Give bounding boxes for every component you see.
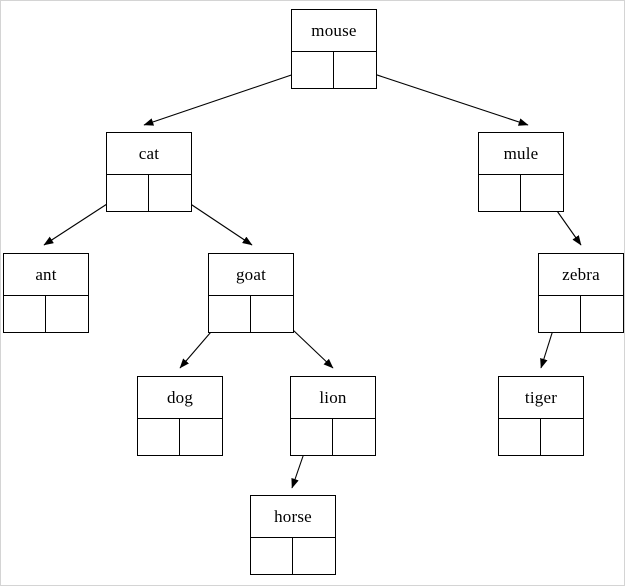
tree-node-goat: goat <box>208 253 294 333</box>
tree-node-pointer-row <box>107 175 191 211</box>
tree-node-cat: cat <box>106 132 192 212</box>
edge-mouse-left-to-cat <box>143 67 313 126</box>
tree-node-mouse: mouse <box>291 9 377 89</box>
right-pointer-cell <box>180 419 222 455</box>
left-pointer-cell <box>479 175 521 211</box>
tree-node-pointer-row <box>251 538 335 574</box>
left-pointer-cell <box>499 419 541 455</box>
tree-node-pointer-row <box>138 419 222 455</box>
edge-mouse-right-to-mule <box>355 67 529 126</box>
tree-node-pointer-row <box>479 175 563 211</box>
right-pointer-cell <box>334 52 376 88</box>
tree-node-label: mouse <box>292 10 376 52</box>
tree-node-ant: ant <box>3 253 89 333</box>
right-pointer-cell <box>521 175 563 211</box>
tree-node-label: dog <box>138 377 222 419</box>
left-pointer-cell <box>138 419 180 455</box>
tree-node-pointer-row <box>291 419 375 455</box>
left-pointer-cell <box>209 296 251 332</box>
tree-node-label: lion <box>291 377 375 419</box>
tree-node-pointer-row <box>292 52 376 88</box>
tree-node-label: goat <box>209 254 293 296</box>
right-pointer-cell <box>293 538 335 574</box>
right-pointer-cell <box>149 175 191 211</box>
tree-node-pointer-row <box>209 296 293 332</box>
tree-node-label: horse <box>251 496 335 538</box>
left-pointer-cell <box>291 419 333 455</box>
right-pointer-cell <box>333 419 375 455</box>
right-pointer-cell <box>541 419 583 455</box>
tree-node-horse: horse <box>250 495 336 575</box>
left-pointer-cell <box>292 52 334 88</box>
tree-node-label: cat <box>107 133 191 175</box>
tree-node-label: zebra <box>539 254 623 296</box>
tree-node-pointer-row <box>499 419 583 455</box>
left-pointer-cell <box>539 296 581 332</box>
tree-node-mule: mule <box>478 132 564 212</box>
tree-node-pointer-row <box>539 296 623 332</box>
left-pointer-cell <box>107 175 149 211</box>
tree-node-dog: dog <box>137 376 223 456</box>
right-pointer-cell <box>251 296 293 332</box>
tree-node-label: tiger <box>499 377 583 419</box>
right-pointer-cell <box>46 296 88 332</box>
tree-node-label: ant <box>4 254 88 296</box>
tree-node-zebra: zebra <box>538 253 624 333</box>
right-pointer-cell <box>581 296 623 332</box>
left-pointer-cell <box>4 296 46 332</box>
tree-node-pointer-row <box>4 296 88 332</box>
tree-node-label: mule <box>479 133 563 175</box>
tree-node-lion: lion <box>290 376 376 456</box>
left-pointer-cell <box>251 538 293 574</box>
tree-node-tiger: tiger <box>498 376 584 456</box>
